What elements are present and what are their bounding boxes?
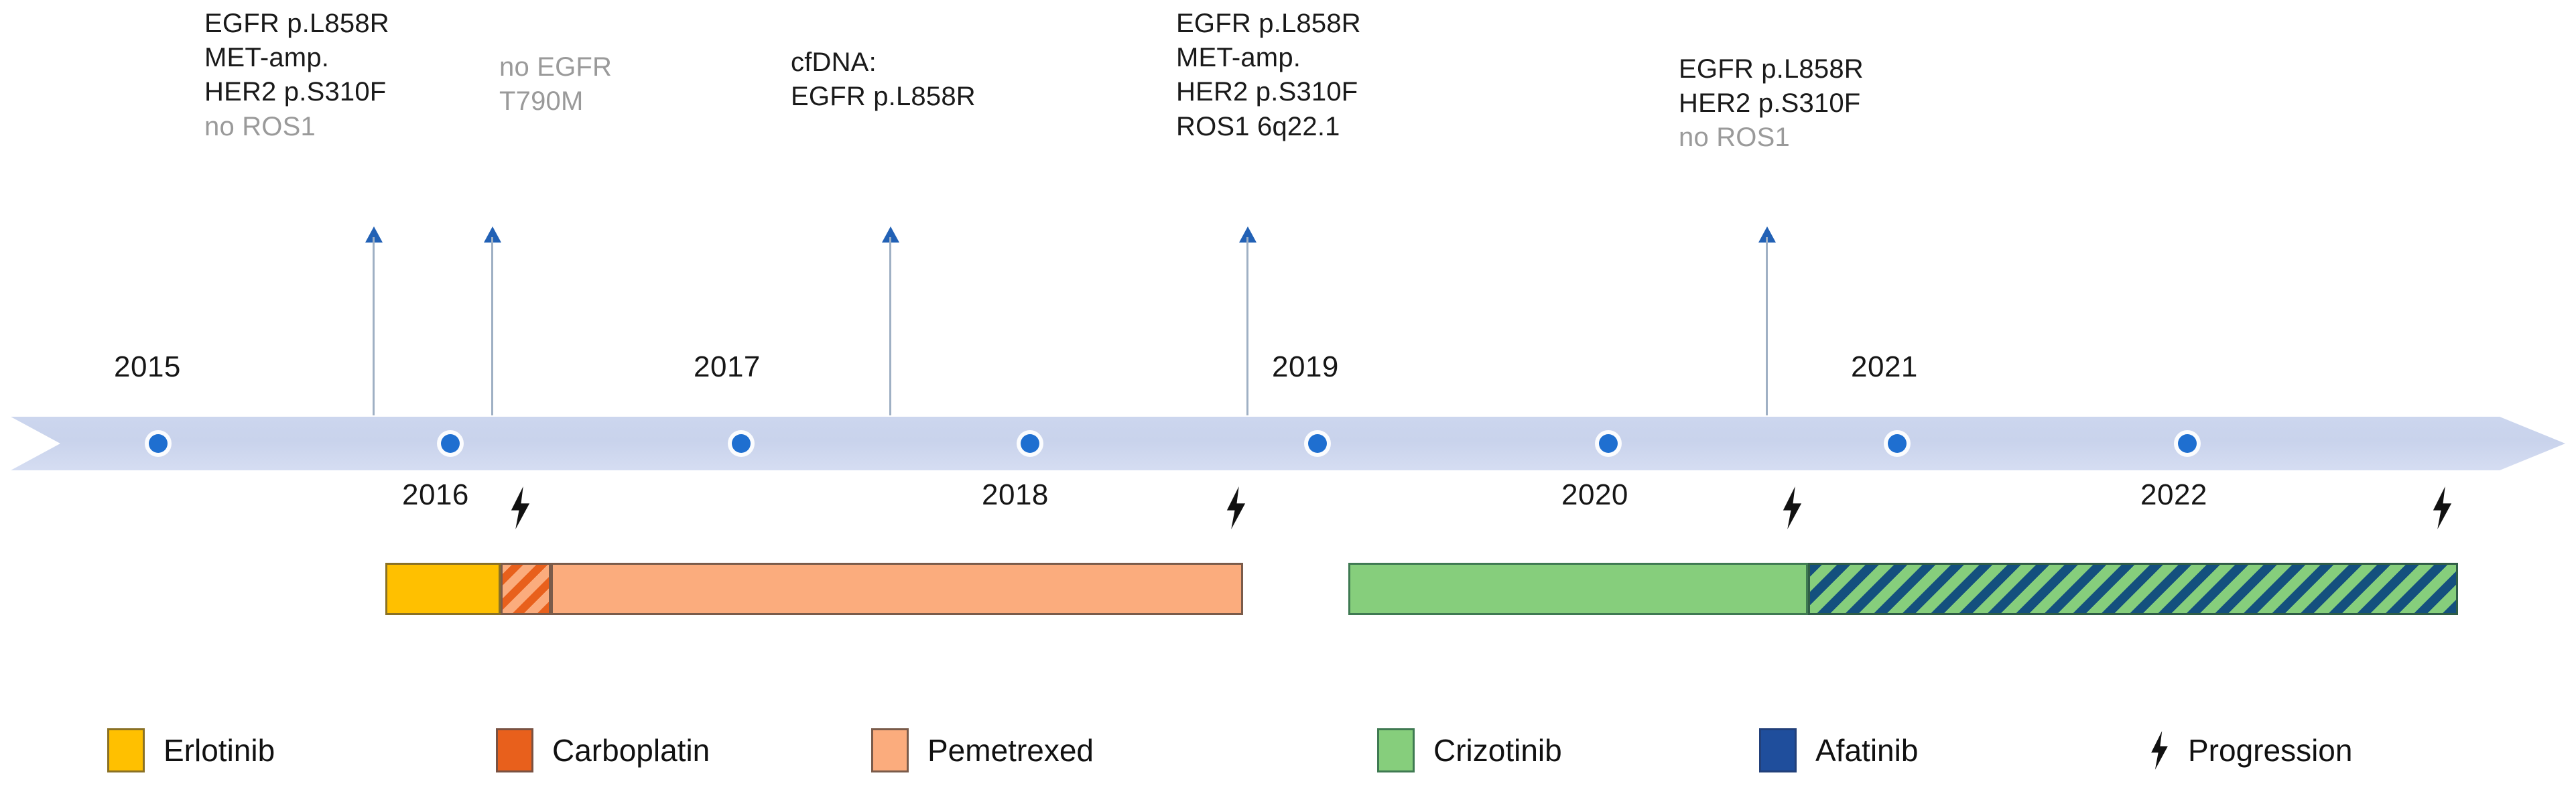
callout-arrow-biopsy-2019-ros1 bbox=[1239, 226, 1257, 415]
hatch-overlay-carboplatin bbox=[503, 565, 549, 613]
legend-swatch-carboplatin bbox=[496, 728, 533, 772]
progression-bolt-icon bbox=[1223, 486, 1248, 529]
annotation-line: HER2 p.S310F bbox=[1176, 77, 1358, 107]
legend-item-progression: Progression bbox=[2148, 724, 2352, 777]
legend-item-pemetrexed: Pemetrexed bbox=[871, 724, 1094, 777]
annotation-line: EGFR p.L858R bbox=[204, 9, 389, 38]
callout-arrow-biopsy-2016-baseline bbox=[365, 226, 383, 415]
callout-arrow-no-t790m-2016 bbox=[484, 226, 501, 415]
legend-label: Pemetrexed bbox=[927, 733, 1094, 768]
legend-label: Afatinib bbox=[1815, 733, 1919, 768]
timeline-dot-2016 bbox=[441, 434, 460, 453]
progression-bolt-icon bbox=[1779, 486, 1805, 529]
annotation-line: HER2 p.S310F bbox=[1679, 88, 1861, 119]
year-label-2017: 2017 bbox=[694, 350, 761, 383]
timeline-dot-2015 bbox=[149, 434, 168, 453]
annotation-biopsy-2021: EGFR p.L858R HER2 p.S310F no ROS1 bbox=[1679, 52, 1864, 155]
therapy-bar-crizotinib-bar bbox=[1348, 563, 1808, 615]
progression-bolt-icon bbox=[2148, 731, 2171, 770]
therapy-bar-carbo-pem-bar bbox=[501, 563, 551, 615]
legend-label: Carboplatin bbox=[552, 733, 710, 768]
timeline-dot-2018 bbox=[1021, 434, 1039, 453]
annotation-no-t790m-2016: no EGFR T790M bbox=[499, 50, 612, 119]
year-label-2018: 2018 bbox=[982, 478, 1049, 511]
legend-item-afatinib: Afatinib bbox=[1759, 724, 1918, 777]
annotation-line: ROS1 6q22.1 bbox=[1176, 111, 1340, 141]
callout-shaft bbox=[1246, 237, 1248, 415]
timeline-dot-2021 bbox=[1888, 434, 1907, 453]
annotation-line: MET-amp. bbox=[204, 43, 330, 73]
annotation-cfdna-2018: cfDNA: EGFR p.L858R bbox=[791, 46, 976, 114]
year-label-2022: 2022 bbox=[2140, 478, 2207, 511]
annotation-line: T790M bbox=[499, 86, 584, 117]
legend-swatch-pemetrexed bbox=[871, 728, 909, 772]
year-label-2020: 2020 bbox=[1561, 478, 1628, 511]
timeline-dot-2019 bbox=[1308, 434, 1327, 453]
timeline-axis bbox=[11, 417, 2565, 470]
therapy-bars-layer bbox=[0, 563, 2576, 615]
annotation-line: MET-amp. bbox=[1176, 43, 1301, 73]
annotation-biopsy-2019-ros1: EGFR p.L858R MET-amp. HER2 p.S310F ROS1 6q2… bbox=[1176, 7, 1361, 144]
annotation-line: HER2 p.S310F bbox=[204, 77, 387, 107]
annotation-line: EGFR p.L858R bbox=[1679, 54, 1864, 84]
annotation-line: no ROS1 bbox=[204, 111, 316, 141]
callout-arrow-biopsy-2021 bbox=[1758, 226, 1776, 415]
annotation-line: EGFR p.L858R bbox=[791, 82, 976, 112]
callout-shaft bbox=[491, 237, 493, 415]
annotation-line: cfDNA: bbox=[791, 48, 877, 77]
callout-shaft bbox=[373, 237, 375, 415]
legend-swatch-afatinib bbox=[1759, 728, 1797, 772]
annotation-line: EGFR p.L858R bbox=[1176, 9, 1361, 38]
legend-item-erlotinib: Erlotinib bbox=[107, 724, 275, 777]
therapy-bar-erlotinib-bar bbox=[385, 563, 501, 615]
legend-item-carboplatin: Carboplatin bbox=[496, 724, 710, 777]
year-label-2019: 2019 bbox=[1272, 350, 1339, 383]
timeline-dot-2017 bbox=[732, 434, 751, 453]
legend-label: Crizotinib bbox=[1433, 733, 1562, 768]
legend-label: Erlotinib bbox=[164, 733, 275, 768]
callout-shaft bbox=[1766, 237, 1768, 415]
legend-swatch-crizotinib bbox=[1377, 728, 1415, 772]
therapy-bar-crizo-afat-bar bbox=[1808, 563, 2458, 615]
legend-item-crizotinib: Crizotinib bbox=[1377, 724, 1562, 777]
annotation-line: no ROS1 bbox=[1679, 123, 1790, 153]
annotation-line: no EGFR bbox=[499, 52, 613, 82]
hatch-overlay-afatinib bbox=[1810, 565, 2456, 613]
legend-label: Progression bbox=[2188, 733, 2353, 768]
annotation-biopsy-2016-baseline: EGFR p.L858R MET-amp. HER2 p.S310F no ROS1 bbox=[204, 7, 389, 144]
timeline-dot-2020 bbox=[1599, 434, 1618, 453]
year-label-2015: 2015 bbox=[114, 350, 181, 383]
callout-shaft bbox=[889, 237, 891, 415]
year-label-2016: 2016 bbox=[402, 478, 469, 511]
timeline-band bbox=[11, 417, 2565, 470]
progression-bolt-icon bbox=[2429, 486, 2455, 529]
progression-bolt-icon bbox=[507, 486, 533, 529]
legend-swatch-erlotinib bbox=[107, 728, 145, 772]
legend: Erlotinib Carboplatin Pemetrexed Crizotinib… bbox=[0, 724, 2576, 784]
therapy-bar-pemetrexed-bar bbox=[551, 563, 1243, 615]
timeline-dot-2022 bbox=[2178, 434, 2197, 453]
year-label-2021: 2021 bbox=[1851, 350, 1918, 383]
callout-arrow-cfdna-2018 bbox=[882, 226, 899, 415]
